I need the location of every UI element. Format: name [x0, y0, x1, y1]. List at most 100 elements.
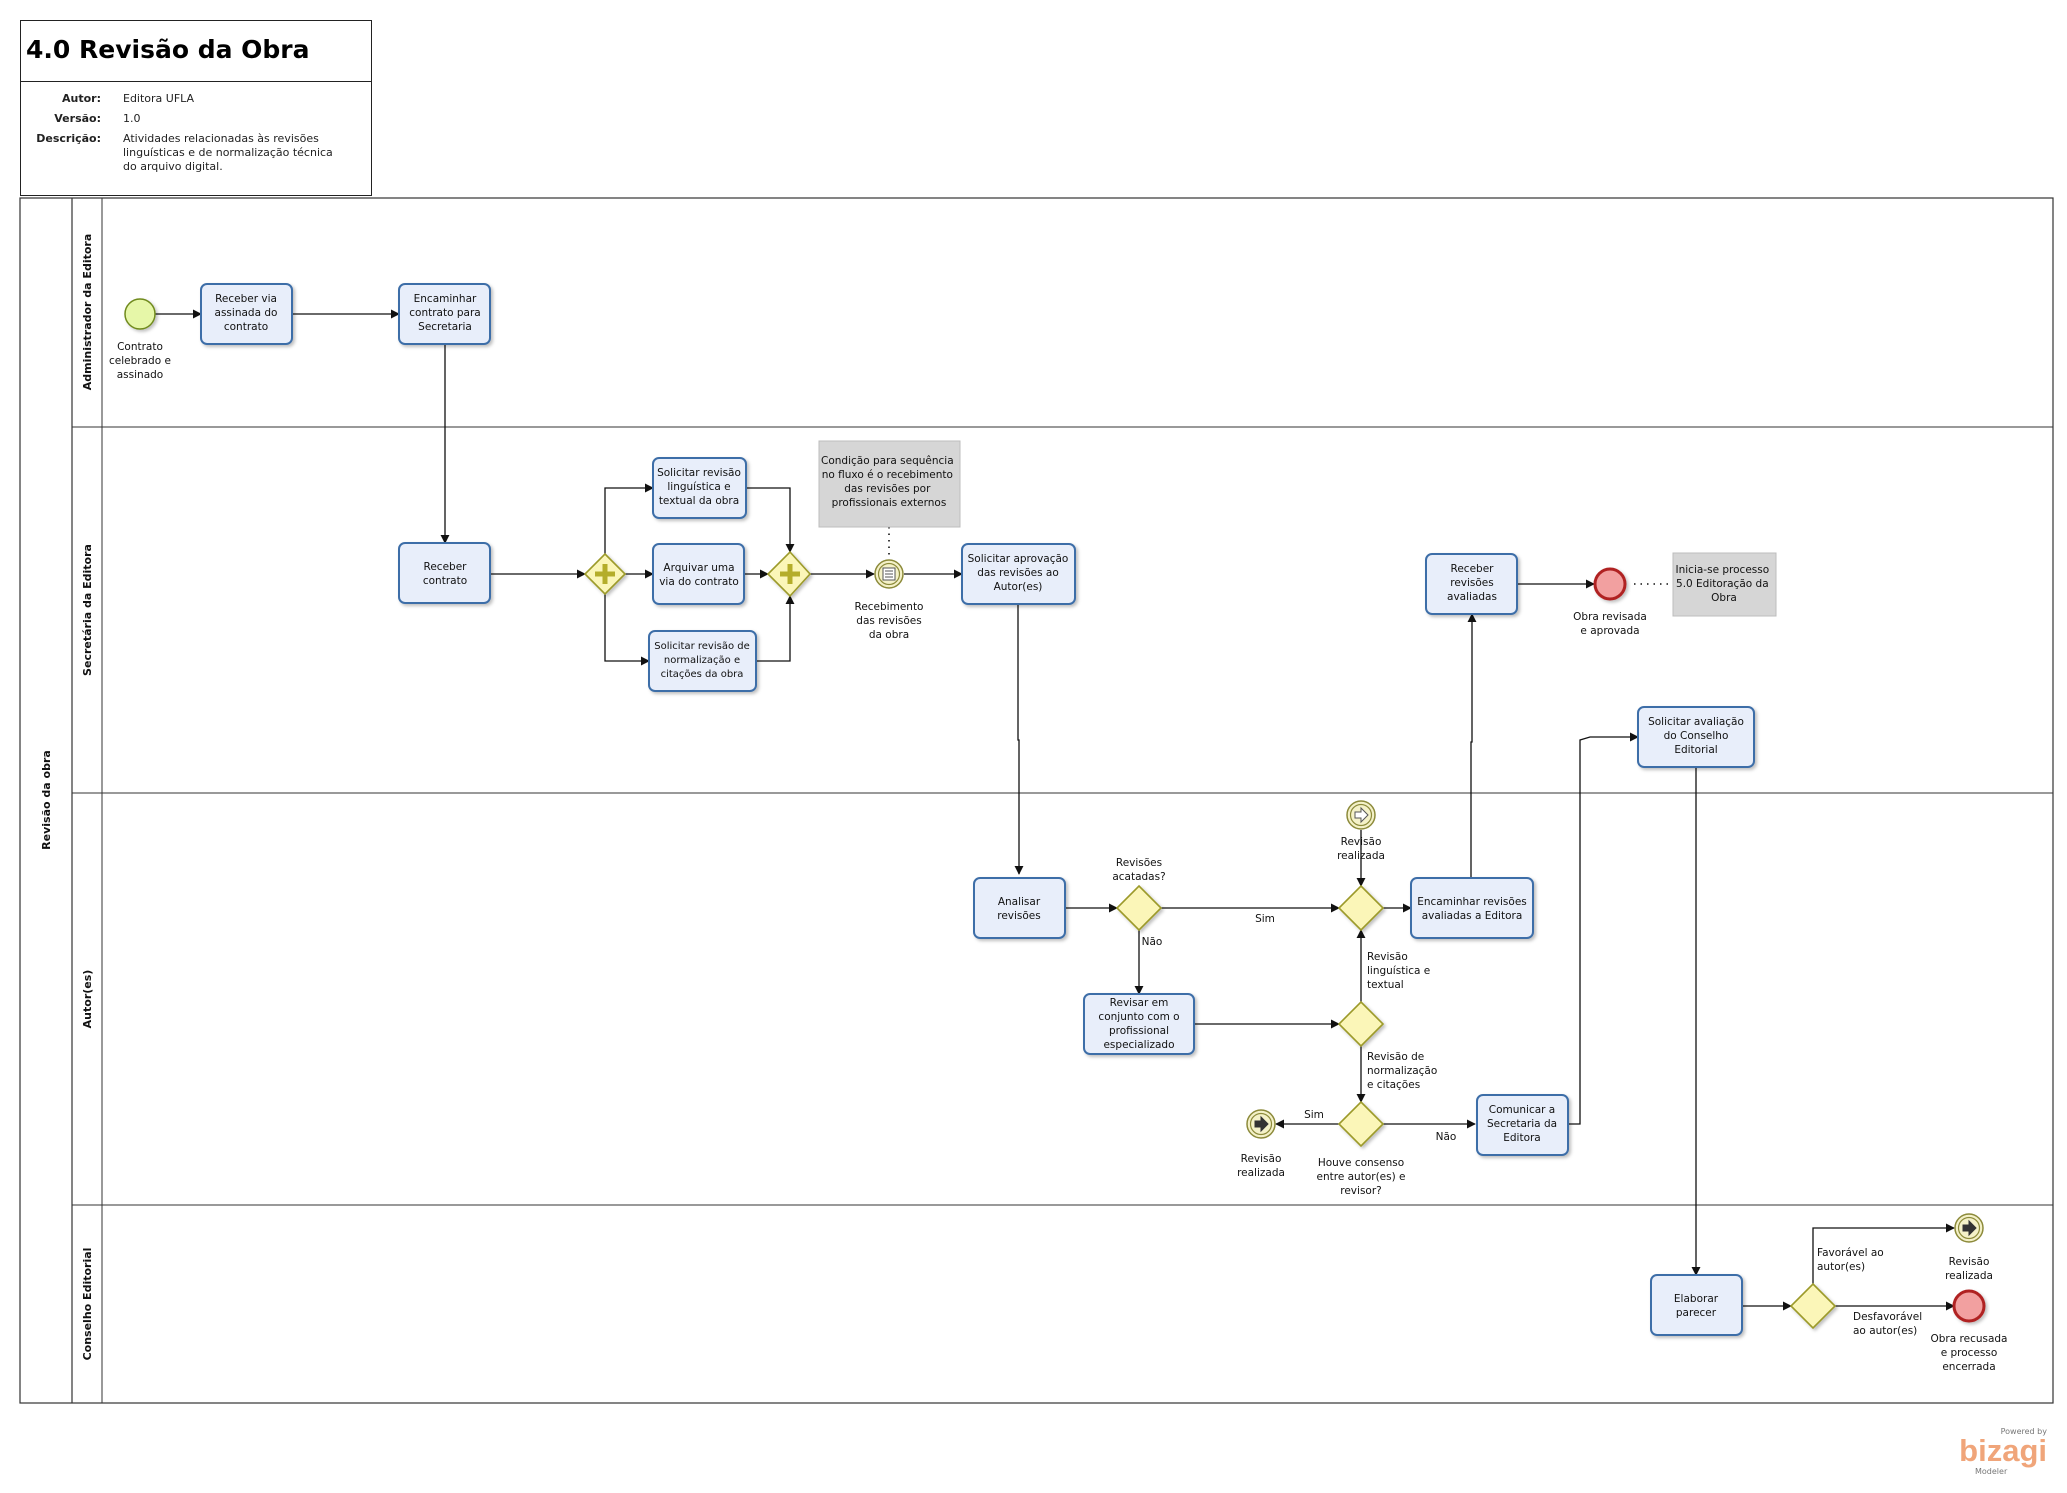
annotation-next-process: Inicia-se processo 5.0 Editoração da Obr…: [1672, 552, 1777, 617]
diagram-header: 4.0 Revisão da Obra Autor: Editora UFLA …: [20, 20, 372, 196]
version-label: Versão:: [54, 112, 101, 125]
associations: [888, 527, 1673, 585]
end-event-rejected[interactable]: [1952, 1289, 1986, 1323]
flow-gw1-t6[interactable]: [604, 594, 650, 666]
end-event-approved[interactable]: [1593, 567, 1627, 601]
events: [124, 298, 1986, 1323]
flow-label-sim: Sim: [1255, 913, 1275, 925]
header-divider: [21, 81, 371, 82]
link-event-council[interactable]: [1954, 1213, 1984, 1243]
flow-gw1-t4[interactable]: [604, 483, 654, 554]
flow-label-nao: Não: [1142, 936, 1163, 948]
link-arrow-icon: [1354, 806, 1369, 824]
flow-label-consensus-nao: Não: [1436, 1131, 1457, 1143]
gateways: [583, 550, 1837, 1330]
pool-label: Revisão da obra: [40, 750, 53, 850]
pool: Revisão da obra Administrador da Editora…: [19, 197, 2054, 1404]
exclusive-gateway-council-decision[interactable]: [1789, 1282, 1837, 1330]
lane-label-admin: Administrador da Editora: [81, 234, 94, 391]
version-value: 1.0: [123, 112, 141, 125]
link-arrow-icon: [1962, 1219, 1977, 1237]
exclusive-gateway-revisions-accepted[interactable]: [1115, 884, 1163, 932]
flow-label-consensus-sim: Sim: [1304, 1109, 1324, 1121]
lane-label-secretaria: Secretária da Editora: [81, 544, 94, 676]
lane-label-conselho: Conselho Editorial: [81, 1248, 94, 1361]
logo-brand: bizagi: [1959, 1433, 2047, 1468]
exclusive-gateway-consensus[interactable]: [1337, 1100, 1385, 1148]
flow-t4-gw2[interactable]: [746, 487, 795, 553]
bizagi-logo: Powered by bizagi Modeler: [1957, 1427, 2047, 1476]
lane-label-autores: Autor(es): [81, 970, 94, 1029]
link-event-top[interactable]: [1346, 800, 1376, 830]
link-event-left[interactable]: [1246, 1109, 1276, 1139]
exclusive-gateway-merge[interactable]: [1337, 884, 1385, 932]
logo-product: Modeler: [1975, 1467, 2008, 1476]
flow-gw7-link-fav[interactable]: [1812, 1223, 1955, 1284]
exclusive-gateway-revision-type[interactable]: [1337, 1000, 1385, 1048]
parallel-gateway-join[interactable]: [766, 550, 812, 598]
parallel-gateway-split[interactable]: [583, 552, 627, 596]
svg-text:Inicia-se processo 5.0 E: Inicia-se processo 5.0 Editoração da Obr…: [1676, 564, 1773, 604]
description-value: Atividades relacionadas às revisões ling…: [123, 132, 333, 173]
flow-t13-t9[interactable]: [1568, 732, 1639, 1125]
plus-icon: [595, 564, 615, 584]
start-event[interactable]: [124, 298, 156, 330]
diagram-title: 4.0 Revisão da Obra: [26, 35, 310, 64]
link-arrow-icon: [1254, 1115, 1269, 1133]
flow-t6-gw2[interactable]: [756, 595, 795, 662]
svg-text:Condição para sequência: Condição para sequência no fluxo é o rec…: [821, 455, 957, 509]
flow-t11-t8[interactable]: [1467, 613, 1477, 878]
logo-powered-by: Powered by: [2000, 1427, 2047, 1436]
intermediate-message-event[interactable]: [874, 559, 904, 589]
author-label: Autor:: [62, 92, 101, 105]
flow-t7-t10[interactable]: [1014, 604, 1024, 875]
description-label: Descrição:: [36, 132, 101, 145]
plus-icon: [780, 564, 800, 584]
annotation-condition: Condição para sequência no fluxo é o rec…: [818, 440, 961, 528]
